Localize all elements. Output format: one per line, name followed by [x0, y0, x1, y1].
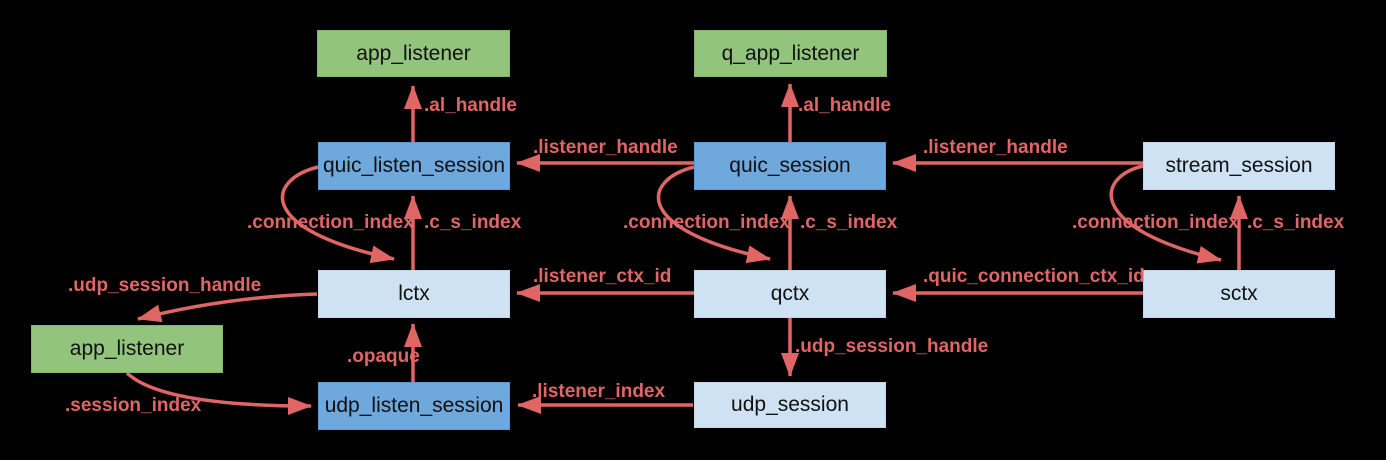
arrow-connection-index-left: [280, 165, 395, 264]
edge-label-udp-session-handle-left: .udp_session_handle: [68, 275, 262, 296]
edge-label-al-handle-left: .al_handle: [424, 95, 517, 116]
node-udp-listen-session: udp_listen_session: [318, 382, 510, 430]
node-app-listener-left: app_listener: [31, 325, 223, 373]
edge-label-connection-index-mid: .connection_index: [623, 212, 790, 233]
arrow-connection-index-right: [1109, 164, 1222, 264]
edge-label-connection-index-right: .connection_index: [1072, 212, 1239, 233]
edge-label-listener-ctx-id: .listener_ctx_id: [533, 266, 672, 287]
node-app-listener-top: app_listener: [317, 30, 510, 77]
arrow-connection-index-mid: [656, 165, 771, 264]
node-udp-session: udp_session: [694, 382, 886, 428]
arrow-session-index: [125, 371, 312, 415]
edge-label-listener-handle-left: .listener_handle: [533, 137, 678, 158]
edge-label-c-s-index-mid: .c_s_index: [800, 212, 898, 233]
node-quic-listen-session: quic_listen_session: [318, 142, 510, 190]
edge-label-listener-handle-right: .listener_handle: [923, 137, 1068, 158]
node-stream-session: stream_session: [1143, 142, 1335, 190]
edge-label-session-index: .session_index: [65, 395, 202, 416]
node-sctx: sctx: [1143, 270, 1335, 318]
edge-label-opaque: .opaque: [347, 346, 420, 367]
edge-label-al-handle-mid: .al_handle: [798, 95, 891, 116]
edge-label-connection-index-left: .connection_index: [247, 212, 414, 233]
node-lctx: lctx: [318, 270, 510, 318]
edge-label-quic-connection-ctx-id: .quic_connection_ctx_id: [923, 266, 1145, 287]
node-quic-session: quic_session: [694, 142, 886, 190]
edge-label-listener-index: .listener_index: [532, 381, 666, 402]
node-q-app-listener: q_app_listener: [694, 30, 887, 77]
arrow-udp-session-handle-left: [137, 292, 318, 323]
node-qctx: qctx: [694, 270, 886, 318]
edge-label-c-s-index-left: .c_s_index: [424, 212, 522, 233]
edge-label-c-s-index-right: .c_s_index: [1247, 212, 1345, 233]
edge-label-udp-session-handle-mid: .udp_session_handle: [795, 336, 989, 357]
